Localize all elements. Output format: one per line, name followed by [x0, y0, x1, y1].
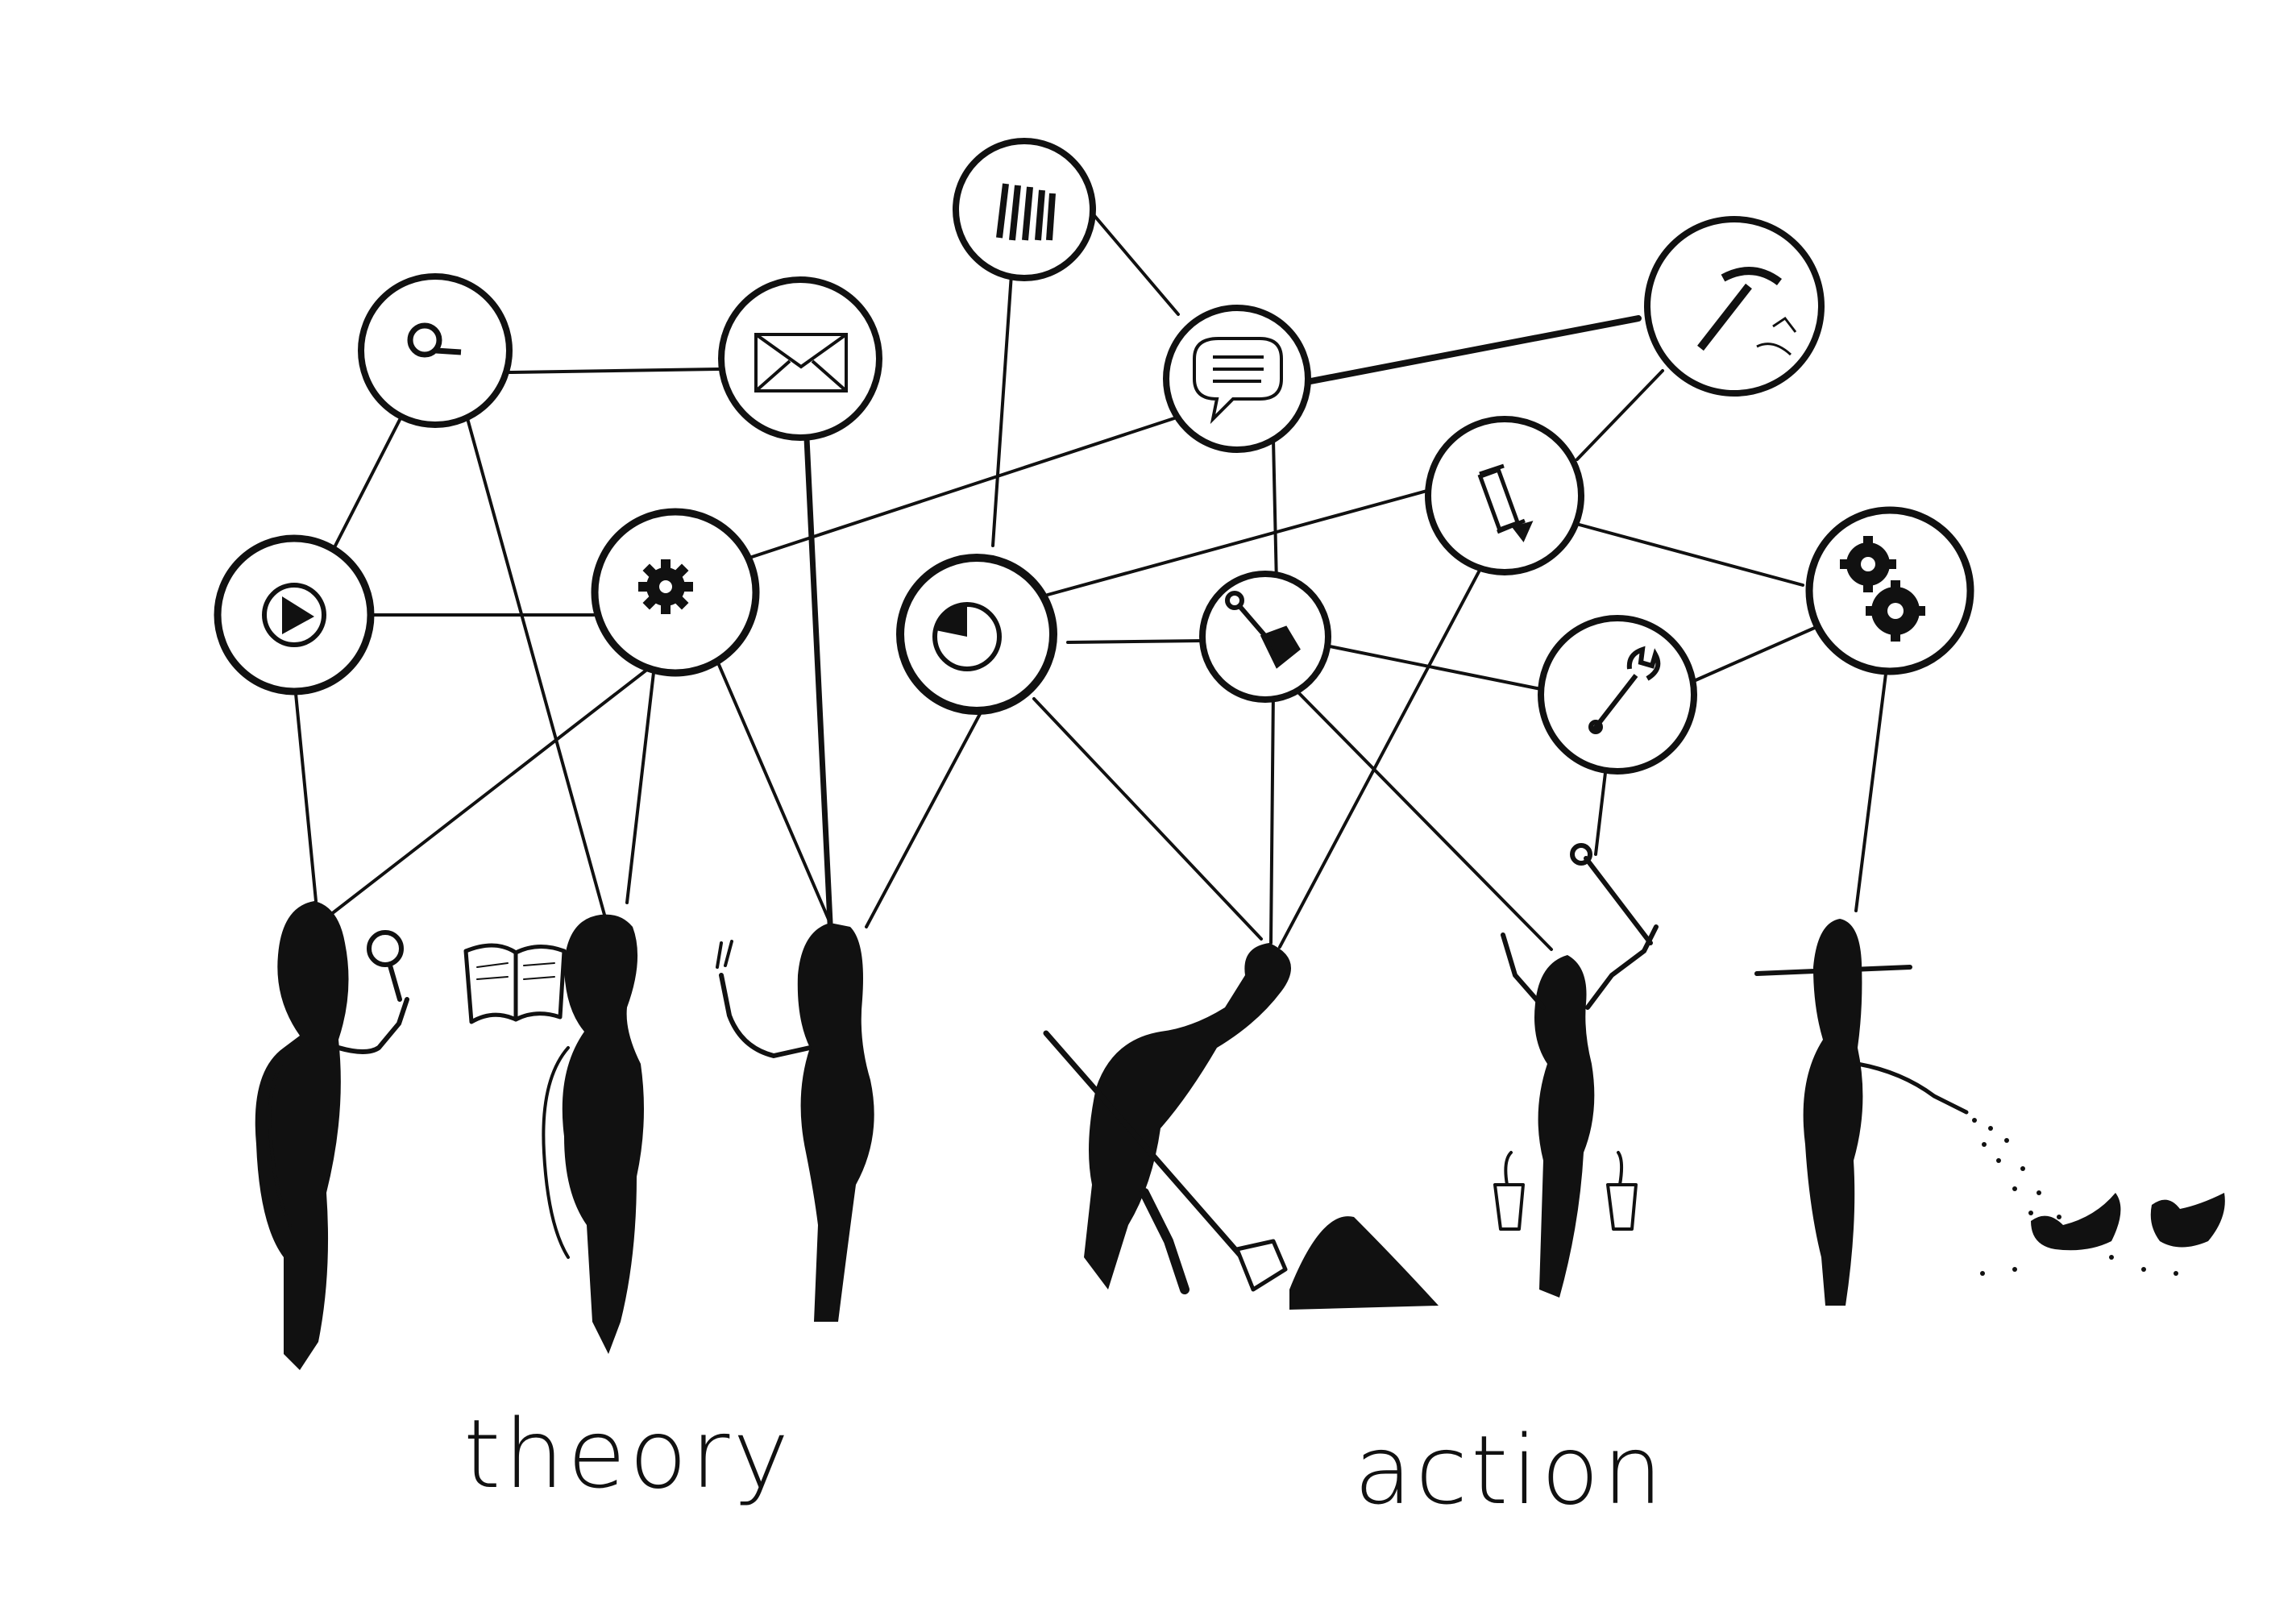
caliper-icon: [1477, 463, 1534, 542]
magnifier-icon: [407, 322, 462, 358]
figure-waving: [716, 923, 874, 1322]
node-gears: [1805, 506, 1974, 675]
plant-pots: [1493, 1151, 1638, 1231]
network-nodes: [214, 138, 1974, 775]
shovel-handle: [1043, 1030, 1252, 1269]
figure-magnifier-holder: [255, 901, 409, 1370]
node-pie: [896, 554, 1057, 715]
envelope-icon: [754, 333, 848, 392]
raised-wrench-icon: [1570, 843, 1653, 945]
figure-farmer: [1754, 919, 2225, 1306]
node-envelope: [718, 276, 882, 441]
figure-reader: [463, 914, 644, 1354]
gear-icon: [638, 559, 693, 614]
node-wrench: [1538, 615, 1697, 775]
shovel-icon: [1225, 591, 1301, 669]
figure-digger: [1043, 943, 1439, 1310]
pie-chart-icon: [932, 602, 1002, 671]
play-icon: [262, 583, 326, 647]
node-measure: [1425, 416, 1584, 575]
scattered-seeds: [1972, 1118, 2178, 1276]
node-play: [214, 534, 375, 696]
caption-action: action: [1354, 1414, 1667, 1526]
tally-marks-icon: [996, 183, 1056, 241]
node-notes: [953, 138, 1096, 281]
shovel-blade: [1235, 1239, 1288, 1292]
speech-bubble-icon: [1193, 337, 1283, 425]
wrench-icon: [1588, 646, 1661, 734]
pickaxe-icon: [1697, 267, 1797, 356]
node-magnifier: [358, 273, 513, 428]
figure-fixer: [1493, 843, 1659, 1298]
node-gear: [591, 508, 760, 677]
node-shovel: [1199, 571, 1331, 703]
double-gear-icon: [1840, 536, 1925, 642]
hand-magnifier-icon: [367, 930, 404, 1002]
figures: [255, 843, 2225, 1370]
dirt-mound: [1289, 1216, 1439, 1310]
network-edges: [293, 200, 1889, 951]
node-pickaxe: [1644, 216, 1825, 397]
chickens: [2031, 1193, 2225, 1251]
caption-theory: theory: [463, 1398, 793, 1510]
open-book-icon: [463, 943, 567, 1024]
node-chat: [1163, 305, 1311, 453]
